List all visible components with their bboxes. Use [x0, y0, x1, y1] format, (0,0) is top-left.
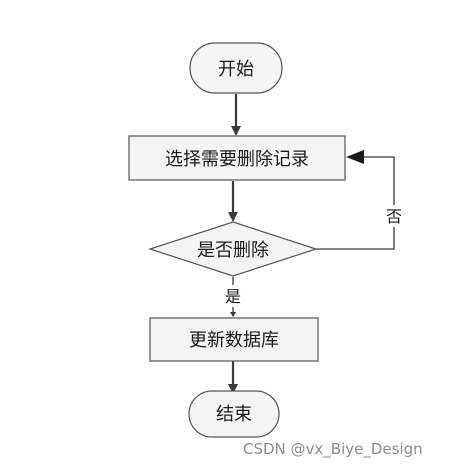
- start-terminator: [189, 42, 283, 94]
- select-record-process: [128, 135, 346, 181]
- delete-decision: [148, 221, 318, 277]
- no-label-background: [384, 205, 404, 227]
- update-database-process: [149, 317, 319, 362]
- watermark-text: CSDN @vx_Biye_Design: [243, 440, 423, 458]
- select-record-label: 选择需要删除记录: [165, 149, 309, 170]
- yes-label-background: [223, 285, 243, 307]
- start-label: 开始: [218, 59, 254, 80]
- edge-no-loop-arrowhead: [346, 150, 364, 164]
- yes-edge-label: 是: [225, 287, 241, 306]
- end-terminator: [188, 390, 280, 438]
- edge-decision-to-update-arrowhead: [230, 312, 236, 317]
- no-edge-label: 否: [386, 207, 402, 226]
- update-database-label: 更新数据库: [189, 330, 279, 351]
- edge-no-loop-back: [316, 156, 395, 250]
- end-label: 结束: [216, 404, 252, 425]
- decision-label: 是否删除: [197, 240, 269, 261]
